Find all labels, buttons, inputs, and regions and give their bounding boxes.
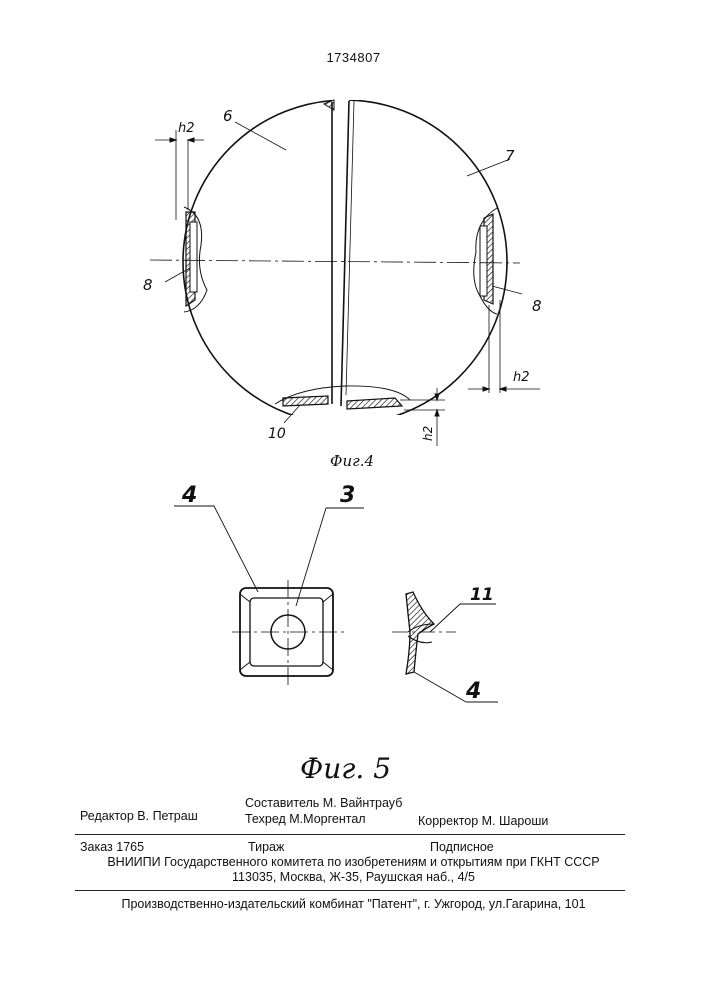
- label-h2-left: h2: [178, 121, 195, 136]
- colophon-subscription: Подписное: [430, 840, 494, 854]
- insert-bottom-right: [347, 398, 402, 409]
- label-part-6: 6: [223, 107, 233, 125]
- divider-bottom: [75, 890, 625, 891]
- colophon-compiler: Составитель М. Вайнтрауб: [245, 796, 402, 810]
- label-part-8-left: 8: [143, 276, 153, 294]
- colophon-order: Заказ 1765: [80, 840, 144, 854]
- label-h2-bottom: h2: [421, 426, 435, 441]
- colophon-org: ВНИИПИ Государственного комитета по изоб…: [0, 855, 707, 869]
- label-h2-right: h2: [513, 370, 530, 385]
- colophon-editor: Редактор В. Петраш: [80, 809, 198, 823]
- split-edge-right: [341, 101, 349, 406]
- label-part-4-bottom: 4: [465, 679, 481, 704]
- divider-top: [75, 834, 625, 835]
- fig4-drawing: [150, 100, 540, 446]
- colophon-address: 113035, Москва, Ж-35, Раушская наб., 4/5: [0, 870, 707, 884]
- centerline-horizontal: [150, 260, 520, 263]
- insert-bottom-left: [283, 396, 328, 406]
- label-part-7: 7: [505, 147, 515, 165]
- fig5-caption: Фиг. 5: [300, 752, 391, 785]
- colophon-publisher: Производственно-издательский комбинат "П…: [0, 897, 707, 911]
- label-part-10: 10: [268, 426, 286, 442]
- colophon-corrector: Корректор М. Шароши: [418, 814, 548, 828]
- label-part-4-top: 4: [181, 483, 197, 508]
- fig5-drawing: [174, 506, 498, 702]
- colophon-techred: Техред М.Моргентал: [245, 812, 366, 826]
- colophon-circulation: Тираж: [248, 840, 284, 854]
- fig4-caption: Фиг.4: [330, 452, 374, 470]
- label-part-11: 11: [470, 585, 494, 605]
- label-part-8-right: 8: [532, 297, 542, 315]
- label-part-3: 3: [340, 483, 355, 508]
- side-section: [406, 592, 434, 674]
